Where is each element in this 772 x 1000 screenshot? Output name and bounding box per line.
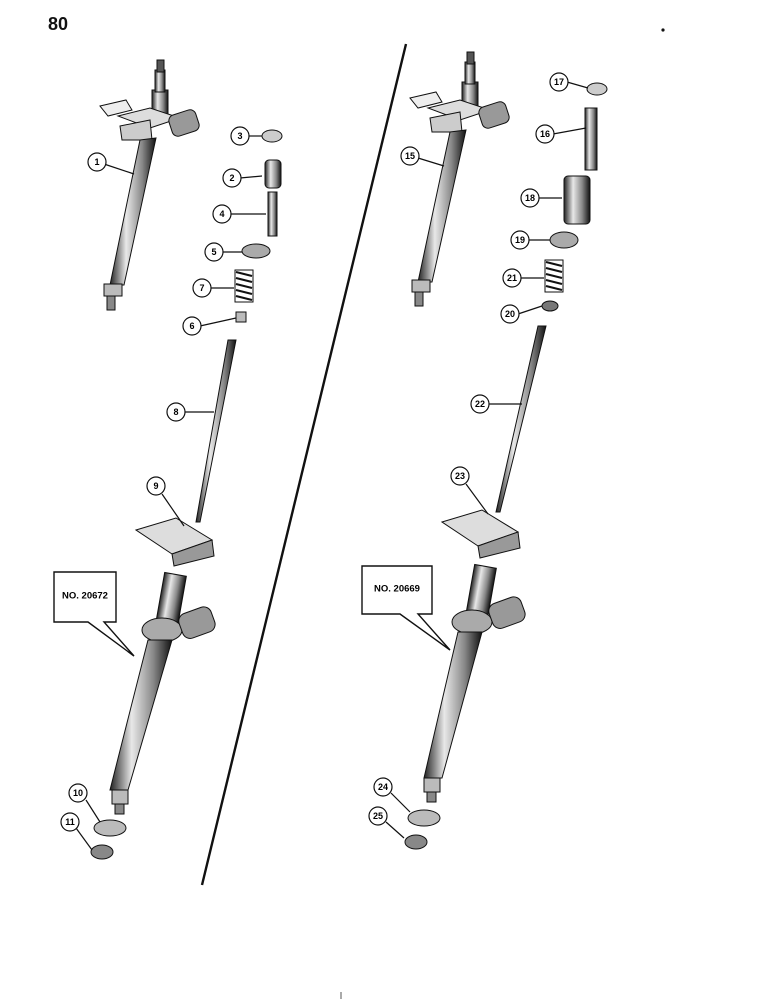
part-20-seat <box>541 300 559 312</box>
callout-3: 3 <box>237 131 242 141</box>
callout-4: 4 <box>219 209 224 219</box>
callout-16: 16 <box>540 129 550 139</box>
part-7-spring <box>234 269 254 303</box>
part-2-sleeve <box>264 159 282 189</box>
right-callouts <box>368 72 589 839</box>
left-callouts <box>60 126 266 851</box>
callout-24: 24 <box>378 782 388 792</box>
callout-18: 18 <box>525 193 535 203</box>
model-label-callout-left: NO. 20672 <box>53 571 135 657</box>
left-callout-numbers: 1 2 3 4 5 6 7 8 9 10 11 <box>65 131 242 827</box>
callout-17: 17 <box>554 77 564 87</box>
part-8-spindle <box>195 339 237 523</box>
callout-7: 7 <box>199 283 204 293</box>
callout-25: 25 <box>373 811 383 821</box>
callout-8: 8 <box>173 407 178 417</box>
injector-1 <box>99 59 200 311</box>
lower-injector-left <box>109 571 216 815</box>
part-4-screw <box>267 191 278 237</box>
left-assembly: NO. 20672 1 <box>53 59 283 860</box>
callout-23: 23 <box>455 471 465 481</box>
callout-5: 5 <box>211 247 216 257</box>
corner-mark <box>661 28 665 32</box>
callout-22: 22 <box>475 399 485 409</box>
part-11-seal <box>90 844 114 860</box>
callout-10: 10 <box>73 788 83 798</box>
part-10-washer <box>93 819 127 837</box>
part-24-washer <box>407 809 441 827</box>
part-17-nut <box>586 82 608 96</box>
model-label-callout-right: NO. 20669 <box>361 565 451 651</box>
callout-6: 6 <box>189 321 194 331</box>
part-5-nut <box>241 243 271 259</box>
right-assembly: NO. 20669 15 <box>361 51 608 850</box>
part-16-screw <box>584 107 598 171</box>
model-label-left: NO. 20672 <box>62 591 108 602</box>
right-callout-numbers: 15 16 17 18 19 20 21 22 23 24 25 <box>373 77 564 821</box>
callout-21: 21 <box>507 273 517 283</box>
part-3-nut <box>261 129 283 143</box>
callout-11: 11 <box>65 817 75 827</box>
callout-2: 2 <box>229 173 234 183</box>
callout-15: 15 <box>405 151 415 161</box>
injector-15 <box>409 51 510 307</box>
lower-injector-right <box>423 563 526 803</box>
part-21-spring <box>544 259 564 293</box>
callout-9: 9 <box>153 481 158 491</box>
part-6-seat <box>235 311 247 323</box>
callout-19: 19 <box>515 235 525 245</box>
part-22-spindle <box>495 325 547 513</box>
divider-line <box>200 43 408 886</box>
part-18-adjuster <box>563 175 591 225</box>
callout-1: 1 <box>94 157 99 167</box>
part-19-nut <box>549 231 579 249</box>
page-number: 80 <box>48 14 69 34</box>
callout-20: 20 <box>505 309 515 319</box>
part-25-seal <box>404 834 428 850</box>
model-label-right: NO. 20669 <box>374 584 420 595</box>
